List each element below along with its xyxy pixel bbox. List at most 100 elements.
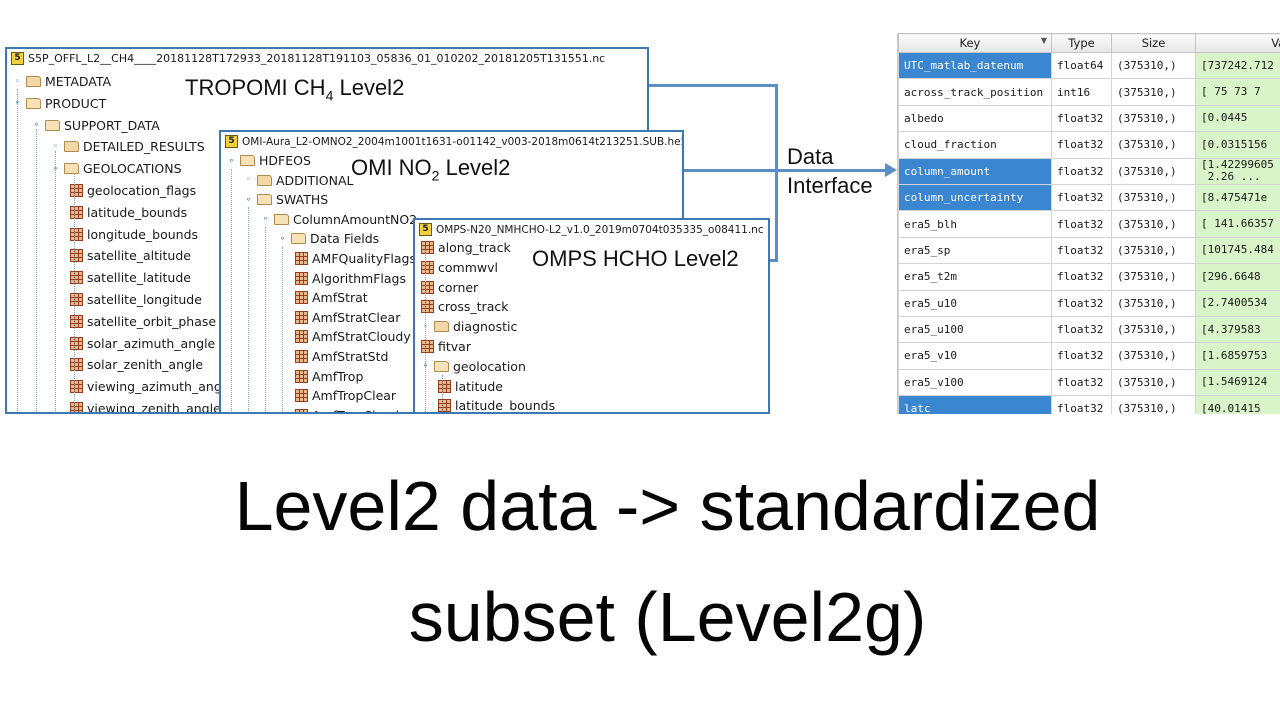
cell-size[interactable]: (375310,) bbox=[1111, 368, 1196, 397]
cell-key[interactable]: across_track_position bbox=[898, 78, 1052, 106]
cell-type[interactable]: float64 bbox=[1051, 51, 1112, 80]
tree-node[interactable]: ◦ADDITIONAL bbox=[244, 173, 354, 188]
cell-value[interactable]: [40.01415 bbox=[1195, 395, 1280, 414]
cell-size[interactable]: (375310,) bbox=[1111, 395, 1196, 414]
tree-node[interactable]: latitude_bounds bbox=[70, 205, 187, 220]
cell-size[interactable]: (375310,) bbox=[1111, 183, 1196, 212]
cell-key[interactable]: latc bbox=[898, 395, 1052, 414]
cell-value[interactable]: [8.475471e bbox=[1195, 183, 1280, 212]
cell-value[interactable]: [1.5469124 bbox=[1195, 368, 1280, 397]
tree-node[interactable]: AlgorithmFlags bbox=[295, 271, 406, 286]
cell-size[interactable]: (375310,) bbox=[1111, 236, 1196, 265]
cell-key[interactable]: column_uncertainty bbox=[898, 183, 1052, 212]
tropomi-file-title[interactable]: 5 S5P_OFFL_L2__CH4____20181128T172933_20… bbox=[11, 52, 605, 65]
expanded-node-icon[interactable]: ∘ bbox=[279, 233, 286, 244]
tree-node[interactable]: longitude_bounds bbox=[70, 227, 198, 242]
tree-node[interactable]: ∘GEOLOCATIONS bbox=[51, 161, 182, 176]
cell-value[interactable]: [737242.712 bbox=[1195, 51, 1280, 80]
cell-value[interactable]: [296.6648 bbox=[1195, 263, 1280, 291]
cell-key[interactable]: era5_u10 bbox=[898, 289, 1052, 317]
cell-type[interactable]: float32 bbox=[1051, 104, 1112, 133]
tree-node[interactable]: latitude_bounds bbox=[438, 398, 555, 412]
cell-size[interactable]: (375310,) bbox=[1111, 131, 1196, 159]
tree-node[interactable]: ◦METADATA bbox=[13, 74, 111, 89]
cell-type[interactable]: float32 bbox=[1051, 210, 1112, 238]
tree-node[interactable]: satellite_latitude bbox=[70, 270, 191, 285]
sort-dropdown-icon[interactable]: ▼ bbox=[1040, 36, 1047, 45]
cell-key[interactable]: column_amount bbox=[898, 157, 1052, 185]
cell-type[interactable]: float32 bbox=[1051, 368, 1112, 397]
tree-node[interactable]: ∘SUPPORT_DATA bbox=[32, 118, 160, 133]
cell-size[interactable]: (375310,) bbox=[1111, 78, 1196, 106]
cell-size[interactable]: (375310,) bbox=[1111, 342, 1196, 370]
cell-size[interactable]: (375310,) bbox=[1111, 210, 1196, 238]
tree-node[interactable]: fitvar bbox=[421, 339, 471, 354]
tree-node[interactable]: viewing_zenith_angle bbox=[70, 401, 221, 412]
tree-node[interactable]: ∘ColumnAmountNO2 bbox=[261, 212, 417, 227]
cell-value[interactable]: [0.0315156 bbox=[1195, 131, 1280, 159]
cell-key[interactable]: era5_sp bbox=[898, 236, 1052, 265]
expanded-node-icon[interactable]: ∘ bbox=[262, 214, 269, 225]
tree-node[interactable]: solar_azimuth_angle bbox=[70, 336, 215, 351]
cell-value[interactable]: [2.7400534 bbox=[1195, 289, 1280, 317]
tree-node[interactable]: ◦diagnostic bbox=[421, 319, 518, 334]
cell-type[interactable]: float32 bbox=[1051, 263, 1112, 291]
omps-file-title[interactable]: 5 OMPS-N20_NMHCHO-L2_v1.0_2019m0704t0353… bbox=[419, 223, 764, 236]
cell-value[interactable]: [ 75 73 7 bbox=[1195, 78, 1280, 106]
cell-key[interactable]: albedo bbox=[898, 104, 1052, 133]
expanded-node-icon[interactable]: ∘ bbox=[245, 194, 252, 205]
cell-key[interactable]: UTC_matlab_datenum bbox=[898, 51, 1052, 80]
tree-node[interactable]: ∘geolocation bbox=[421, 359, 526, 374]
collapsed-node-icon[interactable]: ◦ bbox=[245, 175, 252, 186]
cell-value[interactable]: [1.6859753 bbox=[1195, 342, 1280, 370]
cell-size[interactable]: (375310,) bbox=[1111, 289, 1196, 317]
cell-key[interactable]: cloud_fraction bbox=[898, 131, 1052, 159]
cell-size[interactable]: (375310,) bbox=[1111, 263, 1196, 291]
tree-node[interactable]: ∘SWATHS bbox=[244, 192, 329, 207]
cell-value[interactable]: [0.0445 bbox=[1195, 104, 1280, 133]
cell-key[interactable]: era5_v100 bbox=[898, 368, 1052, 397]
cell-size[interactable]: (375310,) bbox=[1111, 104, 1196, 133]
tree-node[interactable]: AmfStratClear bbox=[295, 310, 400, 325]
column-header-value[interactable]: Value bbox=[1195, 33, 1280, 53]
tree-node[interactable]: AmfTropClear bbox=[295, 388, 396, 403]
cell-size[interactable]: (375310,) bbox=[1111, 51, 1196, 80]
cell-type[interactable]: float32 bbox=[1051, 395, 1112, 414]
cell-key[interactable]: era5_u100 bbox=[898, 315, 1052, 344]
expanded-node-icon[interactable]: ∘ bbox=[228, 155, 235, 166]
column-header-size[interactable]: Size bbox=[1111, 33, 1196, 53]
tree-node[interactable]: AmfTrop bbox=[295, 369, 363, 384]
tree-node[interactable]: AmfStrat bbox=[295, 290, 368, 305]
column-header-key[interactable]: Key▼ bbox=[898, 33, 1052, 53]
omi-file-title[interactable]: 5 OMI-Aura_L2-OMNO2_2004m1001t1631-o0114… bbox=[225, 135, 682, 148]
tree-node[interactable]: cross_track bbox=[421, 299, 508, 314]
cell-size[interactable]: (375310,) bbox=[1111, 315, 1196, 344]
cell-type[interactable]: int16 bbox=[1051, 78, 1112, 106]
cell-key[interactable]: era5_blh bbox=[898, 210, 1052, 238]
cell-value[interactable]: [4.379583 bbox=[1195, 315, 1280, 344]
tree-node[interactable]: along_track bbox=[421, 240, 511, 255]
tree-node[interactable]: ∘Data Fields bbox=[278, 231, 380, 246]
tree-node[interactable]: commwvl bbox=[421, 260, 498, 275]
cell-value[interactable]: [101745.484 bbox=[1195, 236, 1280, 265]
expanded-node-icon[interactable]: ∘ bbox=[33, 120, 40, 131]
tree-node[interactable]: satellite_longitude bbox=[70, 292, 202, 307]
tree-node[interactable]: AmfStratCloudy bbox=[295, 329, 411, 344]
cell-key[interactable]: era5_v10 bbox=[898, 342, 1052, 370]
tree-node[interactable]: latitude bbox=[438, 379, 503, 394]
tree-node[interactable]: viewing_azimuth_angle bbox=[70, 379, 233, 394]
cell-value[interactable]: [ 141.66357 bbox=[1195, 210, 1280, 238]
cell-type[interactable]: float32 bbox=[1051, 236, 1112, 265]
